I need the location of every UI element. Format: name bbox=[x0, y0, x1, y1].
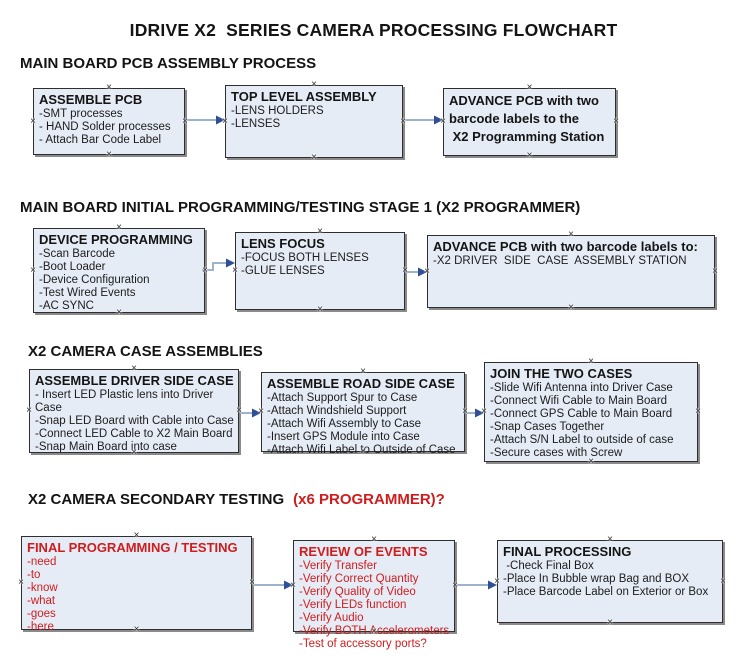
flow-box[interactable]: DEVICE PROGRAMMING-Scan Barcode-Boot Loa… bbox=[33, 228, 205, 313]
flow-box-title: FINAL PROGRAMMING / TESTING bbox=[27, 540, 238, 555]
section-heading-text: MAIN BOARD PCB ASSEMBLY PROCESS bbox=[20, 55, 317, 72]
flow-box-item: -Verify Correct Quantity bbox=[299, 573, 419, 585]
flow-box[interactable]: FINAL PROCESSING -Check Final Box-Place … bbox=[497, 540, 723, 623]
section-heading: MAIN BOARD INITIAL PROGRAMMING/TESTING S… bbox=[20, 199, 580, 216]
flow-box[interactable]: ADVANCE PCB with two barcode labels to t… bbox=[443, 88, 616, 156]
flow-box-title: JOIN THE TWO CASES bbox=[490, 366, 633, 381]
flow-box-item: -Test Wired Events bbox=[39, 287, 136, 299]
flow-box-item: -Connect LED Cable to X2 Main Board bbox=[35, 428, 233, 440]
flow-box[interactable]: ADVANCE PCB with two barcode labels to:-… bbox=[427, 235, 715, 308]
section-heading-text: MAIN BOARD INITIAL PROGRAMMING/TESTING S… bbox=[20, 199, 581, 216]
flow-box-item: -Boot Loader bbox=[39, 261, 106, 273]
flow-arrow bbox=[253, 580, 293, 590]
flow-box-item: -Connect Wifi Cable to Main Board bbox=[490, 395, 668, 407]
flow-box[interactable]: TOP LEVEL ASSEMBLY-LENS HOLDERS-LENSES bbox=[225, 85, 403, 158]
flow-box[interactable]: FINAL PROGRAMMING / TESTING-need-to-know… bbox=[21, 536, 252, 633]
flow-box-title: ADVANCE PCB with two barcode labels to: bbox=[433, 239, 698, 254]
flow-box-item: -Verify Quality of Video bbox=[299, 586, 416, 598]
flow-box-item: -SMT processes bbox=[39, 108, 123, 120]
section-heading: MAIN BOARD PCB ASSEMBLY PROCESS bbox=[20, 55, 316, 72]
flow-box-item: -know bbox=[27, 582, 58, 594]
flow-box-item: -Attach Wifi Label to Outside of Case bbox=[267, 444, 456, 456]
flow-box[interactable]: JOIN THE TWO CASES-Slide Wifi Antenna in… bbox=[484, 362, 698, 462]
flow-box-item: -LENSES bbox=[231, 118, 281, 130]
flow-box-item: -need bbox=[27, 556, 57, 568]
section-heading-red-text: (x6 PROGRAMMER)? bbox=[293, 491, 445, 508]
flow-box-item: -Place Barcode Label on Exterior or Box bbox=[503, 586, 709, 598]
flow-box-item: -what bbox=[27, 595, 56, 607]
flow-box-item: -to bbox=[27, 569, 41, 581]
flow-box[interactable]: ASSEMBLE PCB-SMT processes- HAND Solder … bbox=[33, 88, 185, 155]
flow-box-title: ASSEMBLE PCB bbox=[39, 92, 143, 107]
flow-box-item: - HAND Solder processes bbox=[39, 121, 171, 133]
flow-arrow bbox=[406, 267, 427, 277]
flow-box[interactable]: LENS FOCUS-FOCUS BOTH LENSES-GLUE LENSES bbox=[235, 232, 405, 310]
flow-box-title: ADVANCE PCB with two barcode labels to t… bbox=[449, 93, 605, 144]
flow-box-item: -Attach Windshield Support bbox=[267, 405, 407, 417]
flow-box-title: FINAL PROCESSING bbox=[503, 544, 632, 559]
flow-box-item: -Device Configuration bbox=[39, 274, 150, 286]
section-heading-text: X2 CAMERA SECONDARY TESTING bbox=[28, 491, 285, 508]
flow-box-item: -FOCUS BOTH LENSES bbox=[241, 252, 369, 264]
flow-box-title: LENS FOCUS bbox=[241, 236, 325, 251]
flow-arrow bbox=[404, 115, 443, 125]
page-title: IDRIVE X2 SERIES CAMERA PROCESSING FLOWC… bbox=[129, 20, 618, 40]
flow-box-title: TOP LEVEL ASSEMBLY bbox=[231, 89, 377, 104]
flow-box[interactable]: REVIEW OF EVENTS-Verify Transfer-Verify … bbox=[293, 540, 455, 650]
flow-box-item: -Attach Support Spur to Case bbox=[267, 392, 418, 404]
flow-box-item: -Snap LED Board with Cable into Case bbox=[35, 415, 234, 427]
flow-box[interactable]: ASSEMBLE DRIVER SIDE CASE- Insert LED Pl… bbox=[29, 369, 239, 453]
flow-box-item: -GLUE LENSES bbox=[241, 265, 325, 277]
flow-box-item: -Verify LEDs function bbox=[299, 599, 407, 611]
flow-arrow bbox=[456, 580, 497, 590]
flow-box-item: - Attach Bar Code Label bbox=[39, 134, 162, 146]
flow-box-item: -Connect GPS Cable to Main Board bbox=[490, 408, 673, 420]
flow-box-item: -here bbox=[27, 621, 54, 633]
flow-box-item: -Place In Bubble wrap Bag and BOX bbox=[503, 573, 690, 585]
flow-box-item: -Snap Cases Together bbox=[490, 421, 605, 433]
flow-arrow bbox=[186, 115, 225, 125]
flow-box-title: ASSEMBLE DRIVER SIDE CASE bbox=[35, 373, 234, 388]
flow-box-item: -Snap Main Board into case bbox=[35, 441, 177, 453]
flow-box-item: -Verify Audio bbox=[299, 612, 364, 624]
flow-box-title: ASSEMBLE ROAD SIDE CASE bbox=[267, 376, 455, 391]
section-heading-text: X2 CAMERA CASE ASSEMBLIES bbox=[28, 343, 263, 360]
section-heading: X2 CAMERA SECONDARY TESTING (x6 PROGRAMME… bbox=[28, 491, 445, 508]
flow-box-item: -Check Final Box bbox=[503, 560, 594, 572]
flow-box-title: DEVICE PROGRAMMING bbox=[39, 232, 193, 247]
flow-box-item: -Scan Barcode bbox=[39, 248, 116, 260]
flow-box-title: REVIEW OF EVENTS bbox=[299, 544, 428, 559]
flow-box-item: -Slide Wifi Antenna into Driver Case bbox=[490, 382, 673, 394]
flow-box[interactable]: ASSEMBLE ROAD SIDE CASE-Attach Support S… bbox=[261, 372, 465, 456]
section-heading: X2 CAMERA CASE ASSEMBLIES bbox=[28, 343, 263, 360]
flow-box-item: -Secure cases with Screw bbox=[490, 447, 623, 459]
flow-arrow bbox=[202, 258, 235, 271]
flow-box-item: -Attach S/N Label to outside of case bbox=[490, 434, 674, 446]
flow-box-item: -Attach Wifi Assembly to Case bbox=[267, 418, 422, 430]
flow-arrow bbox=[466, 408, 484, 418]
flow-box-item: -Verify BOTH Accelerometers bbox=[299, 625, 450, 637]
flow-box-item: -AC SYNC bbox=[39, 300, 94, 312]
flow-box-item: -LENS HOLDERS bbox=[231, 105, 324, 117]
flow-box-item: -goes bbox=[27, 608, 56, 620]
flow-box-item: -Test of accessory ports? bbox=[299, 638, 427, 650]
flow-box-item: - Insert LED Plastic lens into Driver Ca… bbox=[35, 389, 217, 414]
flow-arrow bbox=[240, 408, 261, 418]
flow-box-item: -Insert GPS Module into Case bbox=[267, 431, 420, 443]
flow-box-item: -Verify Transfer bbox=[299, 560, 377, 572]
flow-box-item: -X2 DRIVER SIDE CASE ASSEMBLY STATION bbox=[433, 255, 687, 267]
